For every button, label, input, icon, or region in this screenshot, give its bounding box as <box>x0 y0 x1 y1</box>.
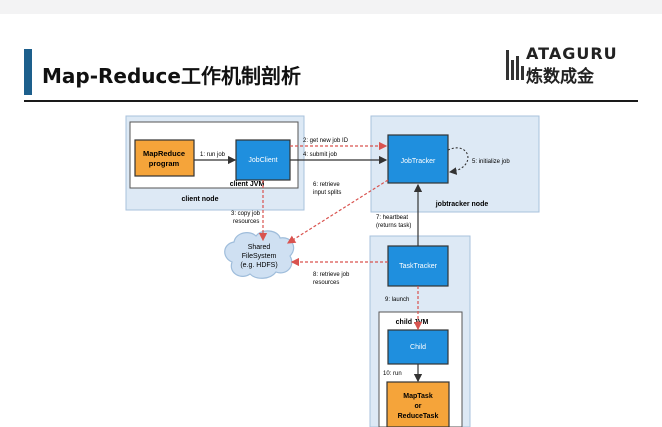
title-accent-bar <box>24 49 32 95</box>
step-8-label-2: resources <box>313 280 339 286</box>
step-9-label: 9: launch <box>385 297 409 303</box>
step-10-label: 10: run <box>383 371 402 377</box>
child-jvm-label: child JVM <box>396 319 429 326</box>
step-6-label-1: 6: retrieve <box>313 182 340 188</box>
child-label: Child <box>410 344 426 351</box>
maptask-label-1: MapTask <box>403 393 433 400</box>
top-bar <box>0 0 662 14</box>
title-divider <box>24 100 638 102</box>
jobtracker-node-label: jobtracker node <box>435 201 489 208</box>
mapreduce-program-label-1: MapReduce <box>143 149 185 158</box>
step-7-label-2: (returns task) <box>376 223 411 229</box>
client-jvm-label: client JVM <box>230 181 265 188</box>
maptask-label-2: or <box>415 403 422 410</box>
step-7-label-1: 7: heartbeat <box>376 215 408 221</box>
slide-title: Map-Reduce工作机制剖析 <box>42 64 301 88</box>
maptask-label-3: ReduceTask <box>398 413 439 420</box>
jobtracker-box <box>387 134 449 184</box>
step-5-label: 5: initialize job <box>472 159 510 165</box>
shared-fs-label-3: (e.g. HDFS) <box>240 262 277 269</box>
step-6-label-2: input splits <box>313 190 341 196</box>
step-2-label: 2: get new job ID <box>303 138 349 144</box>
child-box <box>387 329 449 365</box>
step-3-label-1: 3: copy job <box>231 211 261 217</box>
shared-fs-label-1: Shared <box>248 244 271 251</box>
ataguru-logo: ATAGURU 炼数成金 <box>506 44 636 87</box>
tasktracker-label: TaskTracker <box>399 263 438 270</box>
logo-text-cn: 炼数成金 <box>526 67 594 87</box>
logo-bars-icon <box>506 50 524 80</box>
mapreduce-program-label-2: program <box>149 159 180 168</box>
logo-text-en: ATAGURU <box>526 44 618 63</box>
jobtracker-label: JobTracker <box>401 158 436 165</box>
mapreduce-program-box <box>134 139 195 177</box>
step-1-label: 1: run job <box>200 152 226 158</box>
step-3-label-2: resources <box>233 219 259 225</box>
tasktracker-box <box>387 245 449 287</box>
step-4-label: 4: submit job <box>303 152 338 158</box>
jobclient-label: JobClient <box>248 157 277 164</box>
step-8-label-1: 8: retrieve job <box>313 272 350 278</box>
client-node-label: client node <box>182 196 219 203</box>
shared-fs-label-2: FileSystem <box>242 253 277 260</box>
